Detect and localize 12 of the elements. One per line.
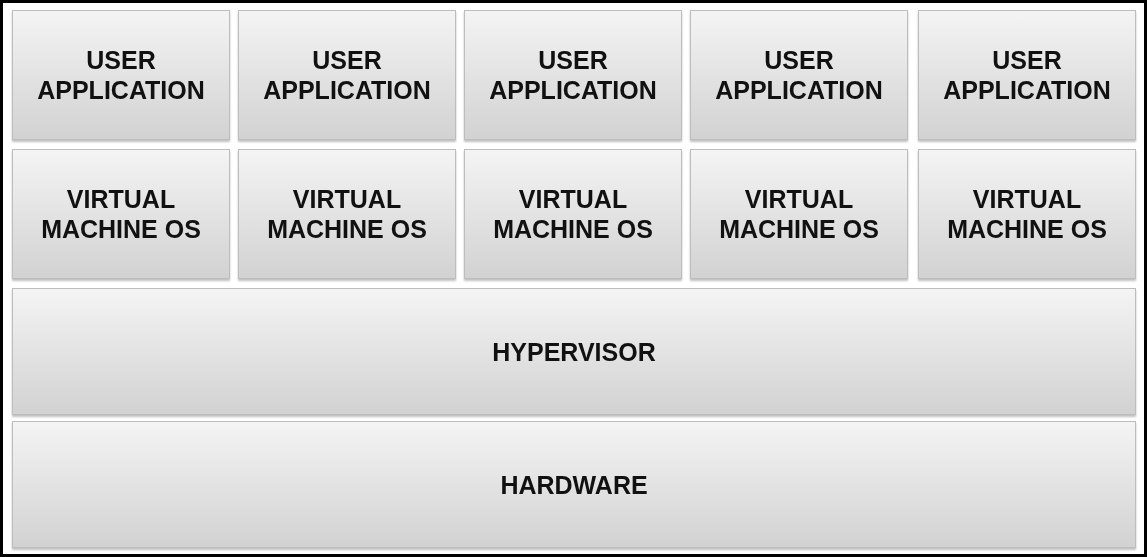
layer-box: HARDWARE [12, 421, 1136, 548]
layer-box: USER APPLICATION [238, 10, 456, 140]
layer-box: USER APPLICATION [464, 10, 682, 140]
layer-box: USER APPLICATION [690, 10, 908, 140]
layer-box: VIRTUAL MACHINE OS [12, 149, 230, 279]
layer-box: VIRTUAL MACHINE OS [918, 149, 1136, 279]
layer-box: USER APPLICATION [12, 10, 230, 140]
layer-box: VIRTUAL MACHINE OS [238, 149, 456, 279]
layer-box: VIRTUAL MACHINE OS [690, 149, 908, 279]
layer-box: HYPERVISOR [12, 288, 1136, 415]
layer-box: USER APPLICATION [918, 10, 1136, 140]
layer-box: VIRTUAL MACHINE OS [464, 149, 682, 279]
